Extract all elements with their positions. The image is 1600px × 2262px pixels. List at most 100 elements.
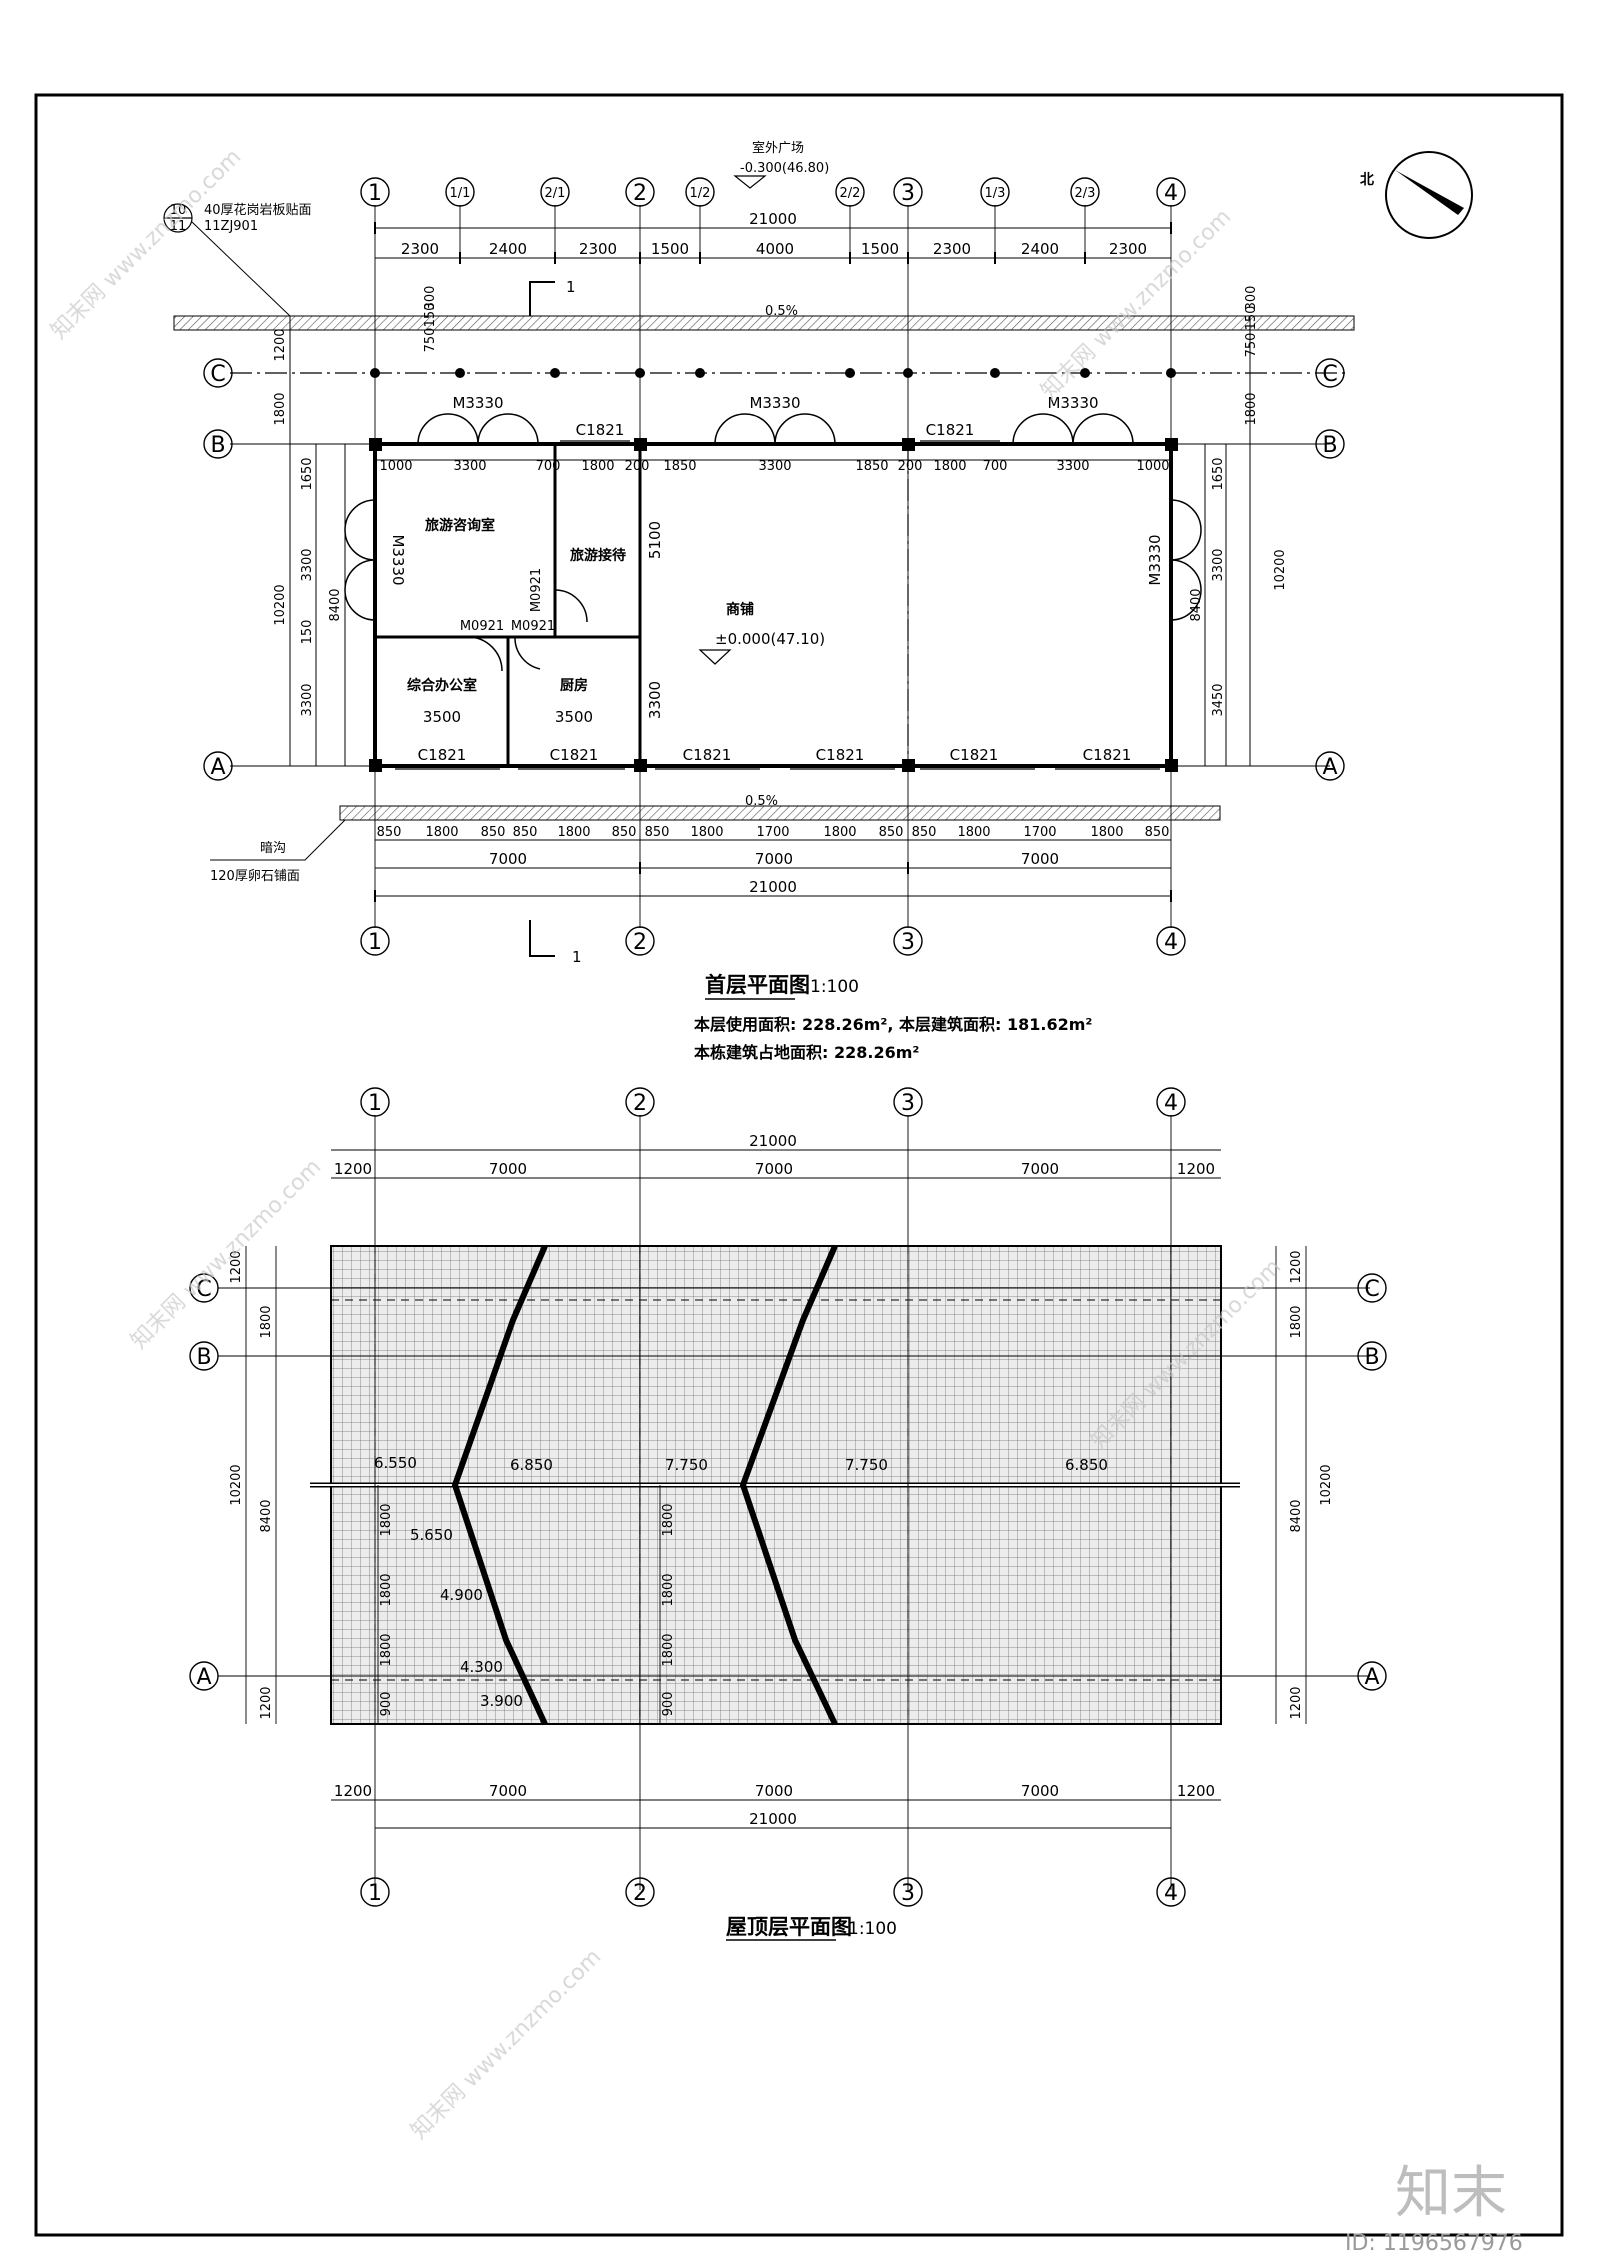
dimension-text: 1800 <box>823 825 856 840</box>
roof-level: 4.300 <box>460 1658 503 1676</box>
dimension-text: 1650 <box>1211 457 1226 490</box>
ground-plan-scale: 1:100 <box>810 977 859 997</box>
roof-plan-title: 屋顶层平面图 <box>726 1915 852 1939</box>
roof-inner-dim: 1800 <box>661 1503 676 1536</box>
dimension-text: 1800 <box>933 459 966 474</box>
dimension-text: 850 <box>513 825 538 840</box>
room-width: 3500 <box>423 708 461 726</box>
row-axis-label: C <box>210 362 225 387</box>
window-tag: C1821 <box>576 421 625 439</box>
dimension-text: 850 <box>377 825 402 840</box>
dimension-text: 850 <box>879 825 904 840</box>
roof-level: 6.850 <box>510 1456 553 1474</box>
dimension-text: 1700 <box>1023 825 1056 840</box>
roof-inner-dim: 1800 <box>379 1633 394 1666</box>
dimension-text: 3300 <box>300 683 315 716</box>
roof-vertical-dim: 8400 <box>1289 1499 1304 1532</box>
room-label: 商铺 <box>726 601 754 618</box>
watermark-text: 知末网 www.znzmo.com <box>1037 204 1237 404</box>
dimension-text: 2300 <box>933 240 971 258</box>
dimension-text: 1000 <box>1136 459 1169 474</box>
axis-label: 2 <box>633 181 647 206</box>
roof-overall-dimension: 21000 <box>749 1132 797 1150</box>
door-tag: M3330 <box>452 394 503 412</box>
dimension-text: 1800 <box>957 825 990 840</box>
dimension-text: 1800 <box>690 825 723 840</box>
axis-label: 1 <box>368 1881 382 1906</box>
room-label: 旅游咨询室 <box>425 517 495 534</box>
roof-plan-scale: 1:100 <box>848 1919 897 1939</box>
axis-label: 1 <box>368 930 382 955</box>
dimension-text: 21000 <box>749 210 797 228</box>
dimension-text: 3300 <box>758 459 791 474</box>
dimension-text: 700 <box>983 459 1008 474</box>
axis-label: 3 <box>901 181 915 206</box>
roof-vertical-dim: 10200 <box>229 1464 244 1505</box>
roof-inner-dim: 1800 <box>379 1573 394 1606</box>
roof-level: 3.900 <box>480 1692 523 1710</box>
section-mark: 1 <box>572 948 582 966</box>
roof-vertical-dim: 1200 <box>1289 1250 1304 1283</box>
axis-label: 2/3 <box>1075 186 1096 201</box>
drawing-frame <box>34 93 1564 2237</box>
roof-dimension: 1200 <box>334 1782 372 1800</box>
roof-dimension: 7000 <box>489 1160 527 1178</box>
door-tag: M0921 <box>460 619 504 634</box>
roof-level: 6.850 <box>1065 1456 1108 1474</box>
dimension-text: 2400 <box>1021 240 1059 258</box>
row-axis-label: C <box>196 1277 211 1302</box>
room-label: 综合办公室 <box>407 677 477 694</box>
roof-dimension: 7000 <box>1021 1782 1059 1800</box>
roof-plan: 1 2 3 4 1 2 3 4 C B A C B A 21000 1200 7… <box>189 1087 1387 1941</box>
ground-plan-title: 首层平面图 <box>705 973 810 997</box>
roof-dimension: 7000 <box>489 1782 527 1800</box>
slope-mark: 0.5% <box>745 794 778 809</box>
row-axis-label: C <box>1364 1277 1379 1302</box>
roof-vertical-dim: 1200 <box>1289 1686 1304 1719</box>
dimension-text: 150 <box>300 620 315 645</box>
dimension-text: 3300 <box>646 681 664 719</box>
dimension-text: 850 <box>481 825 506 840</box>
outdoor-level: -0.300(46.80) <box>740 161 829 176</box>
detail-ref-number: 10 <box>170 203 187 218</box>
dimension-text: 3300 <box>1211 548 1226 581</box>
bay-dimension: 7000 <box>489 850 527 868</box>
row-axis-label: B <box>1364 1345 1379 1370</box>
roof-vertical-dim: 8400 <box>259 1499 274 1532</box>
dimension-text: 200 <box>625 459 650 474</box>
roof-inner-dim: 1800 <box>661 1573 676 1606</box>
roof-level: 4.900 <box>440 1586 483 1604</box>
roof-dimension: 1200 <box>334 1160 372 1178</box>
dimension-text: 750 <box>1244 333 1259 358</box>
dimension-text: 1850 <box>663 459 696 474</box>
north-label: 北 <box>1360 172 1374 188</box>
dimension-text: 3300 <box>453 459 486 474</box>
dimension-text: 1000 <box>379 459 412 474</box>
roof-dimension: 7000 <box>755 1160 793 1178</box>
area-note: 本层使用面积: 228.26m², 本层建筑面积: 181.62m² <box>694 1015 1092 1034</box>
dimension-text: 1850 <box>855 459 888 474</box>
axis-label: 2 <box>633 1881 647 1906</box>
dimension-text: 2300 <box>401 240 439 258</box>
detail-ref-number: 11 <box>170 219 187 234</box>
row-axis-label: C <box>1322 362 1337 387</box>
roof-level: 5.650 <box>410 1526 453 1544</box>
roof-level: 7.750 <box>665 1456 708 1474</box>
id-watermark: ID: 1196567976 <box>1345 2231 1523 2256</box>
row-axis-label: A <box>1322 755 1337 780</box>
dimension-text: 3300 <box>1056 459 1089 474</box>
row-axis-label: A <box>1364 1665 1379 1690</box>
dimension-text: 850 <box>612 825 637 840</box>
dimension-text: 1800 <box>557 825 590 840</box>
dimension-text: 2400 <box>489 240 527 258</box>
detail-ref-note: 40厚花岗岩板贴面 <box>204 202 312 218</box>
dimension-text: 1500 <box>861 240 899 258</box>
outdoor-label: 室外广场 <box>752 140 804 156</box>
axis-label: 2 <box>633 1091 647 1116</box>
axis-label: 4 <box>1164 1881 1178 1906</box>
dimension-text: 150 <box>423 303 438 328</box>
door-tag: M0921 <box>511 619 555 634</box>
dimension-text: 4000 <box>756 240 794 258</box>
row-axis-label: B <box>210 433 225 458</box>
